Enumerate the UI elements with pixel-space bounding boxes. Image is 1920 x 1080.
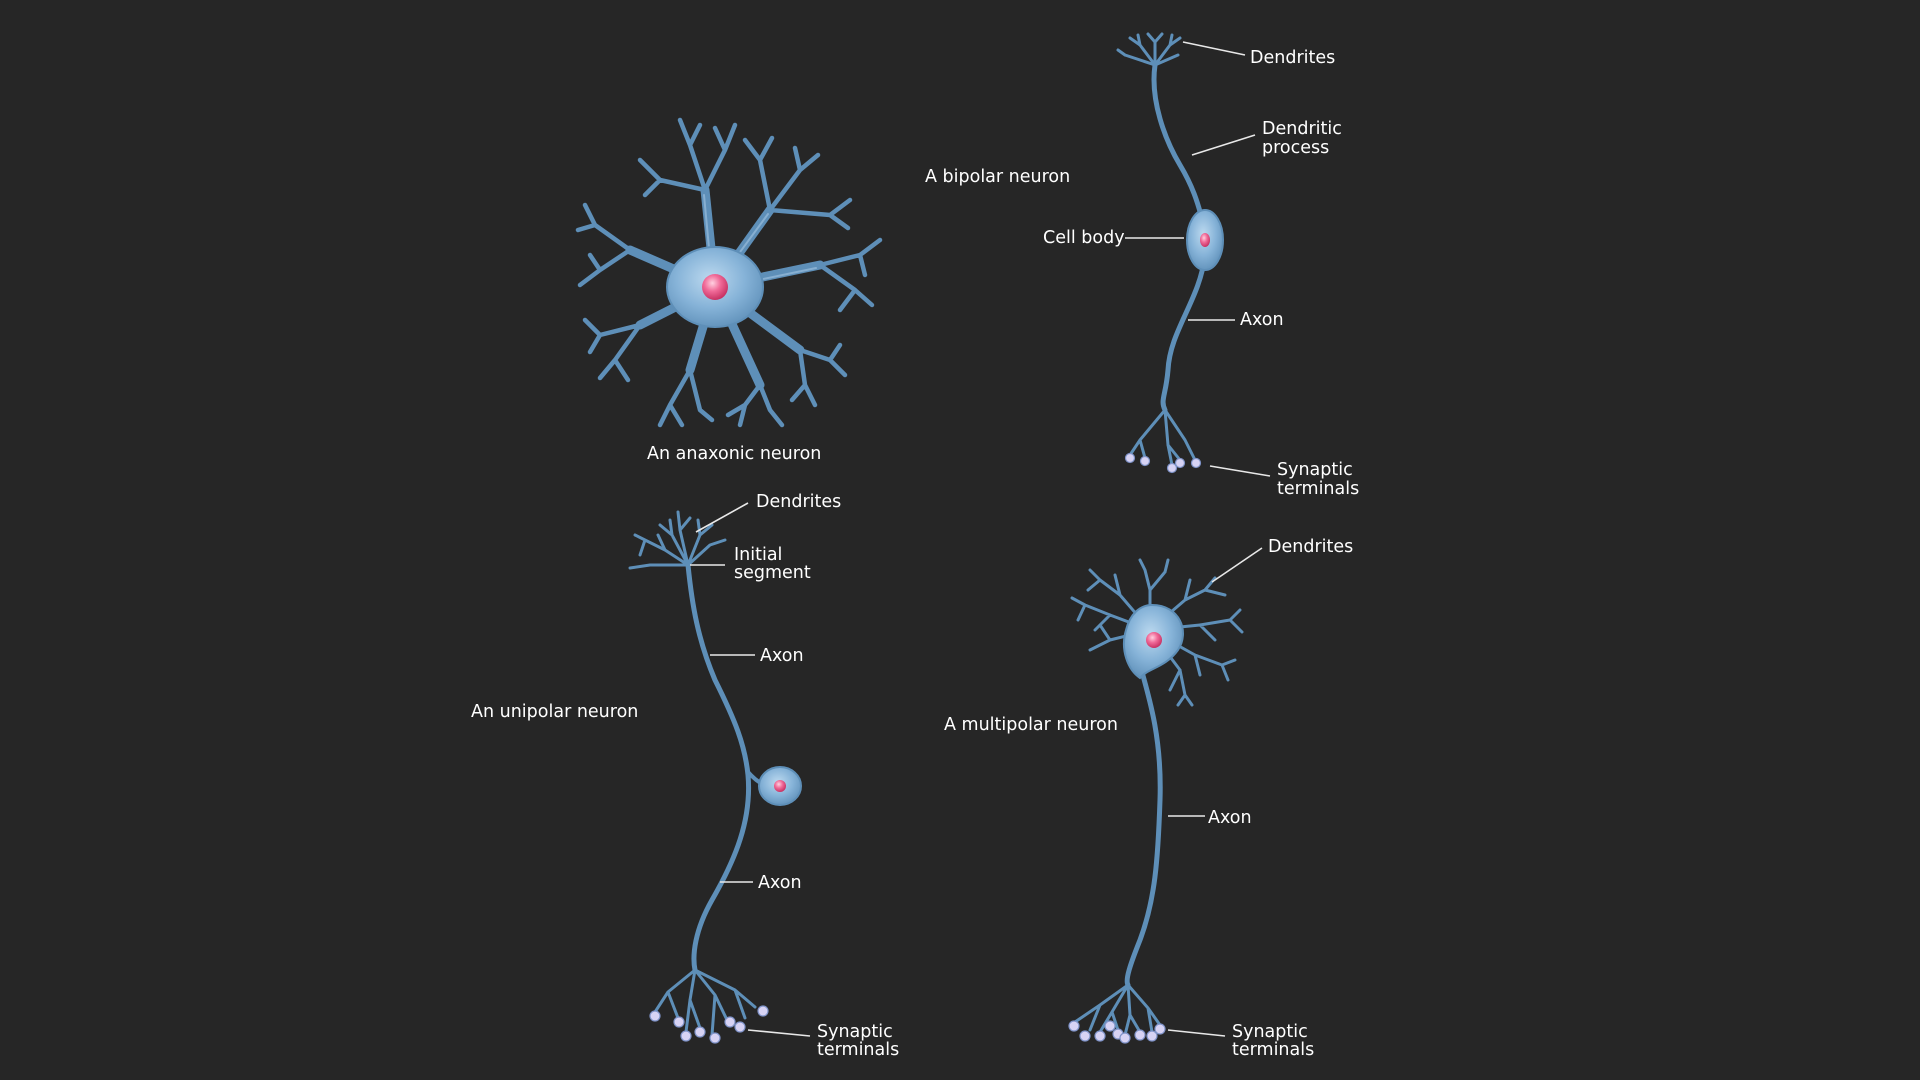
multipolar-nucleus [1146, 632, 1162, 648]
unipolar-nucleus [774, 780, 786, 792]
bipolar-axon [1160, 252, 1208, 413]
bipolar-title: A bipolar neuron [925, 167, 1070, 187]
unipolar-dendrites-label: Dendrites [756, 492, 841, 512]
anaxonic-neuron: An anaxonic neuron [575, 117, 883, 464]
multipolar-dendrites-leader [1211, 547, 1263, 583]
bipolar-dendrites-leader [1182, 41, 1246, 56]
multipolar-synaptic-label-2: terminals [1232, 1040, 1314, 1060]
bipolar-dendritic-process-label: Dendritic [1262, 119, 1342, 139]
bipolar-axon-label: Axon [1240, 310, 1284, 330]
multipolar-synaptic-label: Synaptic [1232, 1022, 1308, 1042]
unipolar-title: An unipolar neuron [471, 702, 638, 722]
multipolar-synaptic-leader [1167, 1029, 1226, 1037]
multipolar-axon-label: Axon [1208, 808, 1252, 828]
unipolar-initial-segment-label-2: segment [734, 563, 811, 583]
bipolar-synaptic-leader [1209, 465, 1271, 477]
bipolar-cell-body-label: Cell body [1043, 228, 1125, 248]
bipolar-dendritic-process-leader [1191, 134, 1256, 156]
bipolar-nucleus [1200, 233, 1210, 247]
bipolar-dendrites [1116, 32, 1182, 67]
multipolar-title: A multipolar neuron [944, 715, 1118, 735]
unipolar-axon-upper-label: Axon [760, 646, 804, 666]
bipolar-neuron: A bipolar neuron Dendrites Dendritic pro… [925, 32, 1359, 499]
unipolar-dendrites [628, 510, 727, 570]
bipolar-dendritic-process-label-2: process [1262, 138, 1329, 158]
unipolar-synaptic-label-2: terminals [817, 1040, 899, 1060]
bipolar-dendrites-label: Dendrites [1250, 48, 1335, 68]
anaxonic-nucleus [702, 274, 728, 300]
unipolar-neuron: An unipolar neuron Dendrites Initial seg… [471, 492, 899, 1060]
multipolar-neuron: A multipolar neuron Dendrites Axon Synap… [944, 537, 1353, 1060]
unipolar-synaptic-leader [747, 1029, 811, 1037]
bipolar-dendritic-process [1151, 62, 1208, 231]
unipolar-initial-segment-label: Initial [734, 545, 782, 565]
bipolar-terminal-branches [1124, 408, 1202, 474]
multipolar-axon [1124, 662, 1163, 988]
unipolar-terminal-branches [649, 968, 769, 1044]
multipolar-dendrites [1070, 558, 1244, 707]
multipolar-terminal-branches [1068, 983, 1166, 1044]
unipolar-synaptic-label: Synaptic [817, 1022, 893, 1042]
unipolar-axon-lower-label: Axon [758, 873, 802, 893]
unipolar-dendrites-leader [695, 502, 749, 533]
anaxonic-title: An anaxonic neuron [647, 444, 821, 464]
unipolar-axon [685, 562, 752, 973]
bipolar-synaptic-label-2: terminals [1277, 479, 1359, 499]
multipolar-dendrites-label: Dendrites [1268, 537, 1353, 557]
bipolar-synaptic-label: Synaptic [1277, 460, 1353, 480]
